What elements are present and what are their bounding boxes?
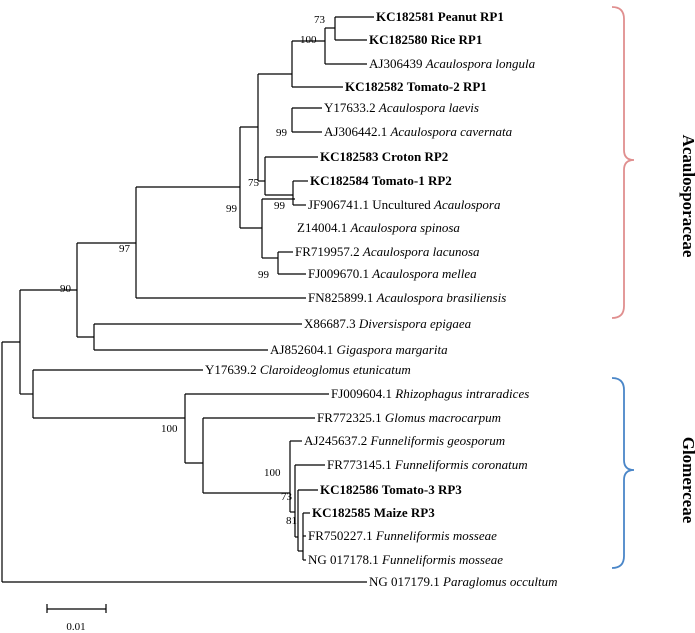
bootstrap-value: 99 [226,203,238,215]
scale-label: 0.01 [66,621,85,633]
leaf-label: FR750227.1 Funneliformis mosseae [308,528,497,543]
leaf-label: KC182584 Tomato-1 RP2 [310,173,452,188]
bootstrap-value: 75 [248,177,260,189]
leaf-label: Y17639.2 Claroideoglomus etunicatum [205,362,411,377]
bootstrap-value: 90 [60,283,72,295]
leaf-label: FN825899.1 Acaulospora brasiliensis [308,290,506,305]
leaf-label: FJ009604.1 Rhizophagus intraradices [331,386,529,401]
leaf-label: NG 017178.1 Funneliformis mosseae [308,552,503,567]
tree-branches [1,16,374,583]
leaf-label: AJ306442.1 Acaulospora cavernata [324,124,513,139]
bootstrap-value: 97 [119,243,131,255]
bracket-shape [611,377,635,569]
leaf-label: KC182583 Croton RP2 [320,149,448,164]
family-label: Glomerceae [679,437,695,524]
bootstrap-value: 100 [300,34,317,46]
bootstrap-value: 73 [281,491,293,503]
family-label: Acaulosporaceae [679,135,695,258]
leaf-label: Y17633.2 Acaulospora laevis [324,100,479,115]
leaf-label: FR772325.1 Glomus macrocarpum [317,410,501,425]
leaf-label: NG 017179.1 Paraglomus occultum [369,574,558,589]
leaf-label: AJ245637.2 Funneliformis geosporum [304,433,505,448]
leaf-label: KC182582 Tomato-2 RP1 [345,79,487,94]
leaf-label: FJ009670.1 Acaulospora mellea [308,266,477,281]
bootstrap-value: 99 [274,200,286,212]
leaf-label: KC182586 Tomato-3 RP3 [320,482,462,497]
bootstrap-value: 73 [314,14,326,26]
bootstrap-value: 81 [286,515,297,527]
family-bracket-glomerceae: Glomerceae [611,377,695,569]
bootstrap-value: 99 [276,127,288,139]
leaf-label: Z14004.1 Acaulospora spinosa [297,220,460,235]
leaf-labels: KC182581 Peanut RP1 KC182580 Rice RP1 AJ… [205,9,558,589]
bracket-shape [611,6,635,319]
leaf-label: X86687.3 Diversispora epigaea [304,316,472,331]
scale-bar: 0.01 [46,604,107,633]
leaf-label: FR773145.1 Funneliformis coronatum [327,457,528,472]
bootstrap-values: 73 100 99 75 99 99 97 90 99 100 100 73 8… [60,14,326,527]
leaf-label: AJ852604.1 Gigaspora margarita [270,342,448,357]
leaf-label: KC182581 Peanut RP1 [376,9,504,24]
bootstrap-value: 100 [264,467,281,479]
leaf-label: AJ306439 Acaulospora longula [369,56,536,71]
bootstrap-value: 99 [258,269,270,281]
leaf-label: FR719957.2 Acaulospora lacunosa [295,244,480,259]
leaf-label: KC182580 Rice RP1 [369,32,482,47]
family-bracket-acaulosporaceae: Acaulosporaceae [611,6,695,319]
leaf-label: KC182585 Maize RP3 [312,505,435,520]
bootstrap-value: 100 [161,423,178,435]
leaf-label: JF906741.1 Uncultured Acaulospora [308,197,501,212]
